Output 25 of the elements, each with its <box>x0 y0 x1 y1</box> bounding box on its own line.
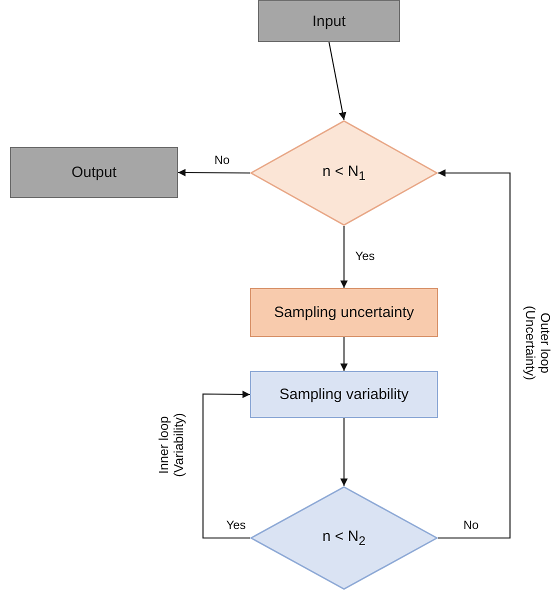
node-text: n < N$_{2}$ <box>322 528 366 548</box>
node-text: Input <box>312 12 346 30</box>
arrow <box>202 390 250 539</box>
process-box <box>10 147 178 198</box>
arrow <box>340 418 348 486</box>
process-box <box>250 371 438 418</box>
loop-label: Inner loop (Variability) <box>157 412 187 478</box>
process-box <box>258 0 400 42</box>
edge-label: No <box>212 153 232 167</box>
edge-label: Yes <box>353 249 377 263</box>
node-text: Sampling variability <box>279 386 409 403</box>
node-text: Output <box>71 164 117 181</box>
decision-diamond <box>250 120 438 226</box>
arrow <box>328 42 346 120</box>
node-text: Sampling uncertainty <box>274 304 414 321</box>
process-box <box>250 288 438 337</box>
arrow <box>178 168 250 176</box>
arrow <box>438 169 511 539</box>
edge-label: No <box>461 518 481 532</box>
arrow <box>340 226 348 288</box>
node-text: n < N$_{1}$ <box>322 163 366 183</box>
arrow <box>340 337 348 371</box>
decision-diamond <box>250 486 438 590</box>
edge-label: Yes <box>224 518 248 532</box>
loop-label: Outer loop (Uncertainty) <box>522 306 552 380</box>
